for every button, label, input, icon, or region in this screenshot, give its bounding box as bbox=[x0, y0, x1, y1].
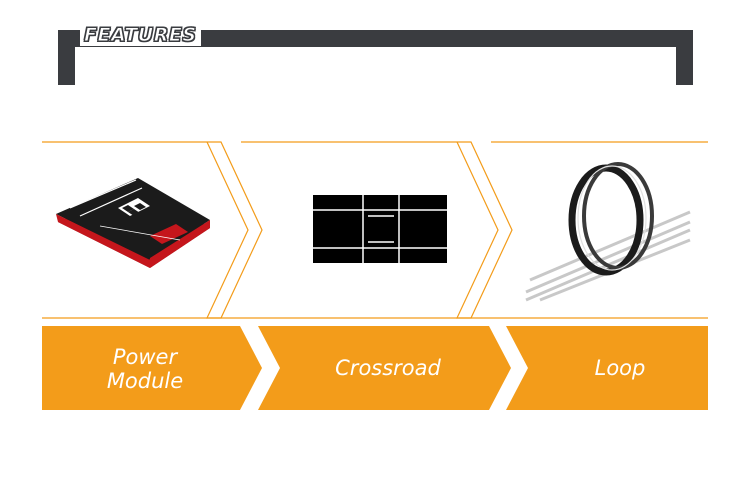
feature-banner-crossroad bbox=[258, 326, 511, 410]
feature-label-crossroad: Crossroad bbox=[335, 356, 441, 380]
feature-banner-loop bbox=[506, 326, 708, 410]
feature-outline-loop bbox=[456, 141, 708, 319]
feature-label-power-module: Power Module bbox=[106, 345, 184, 393]
feature-banners bbox=[42, 326, 708, 410]
header-frame bbox=[58, 30, 693, 85]
feature-outline-power bbox=[42, 141, 263, 319]
section-title: FEATURES bbox=[80, 24, 201, 47]
feature-banner-power bbox=[42, 326, 262, 410]
feature-outlines bbox=[42, 141, 708, 319]
power-module-icon bbox=[56, 178, 210, 268]
feature-label-loop: Loop bbox=[594, 356, 646, 380]
crossroad-icon bbox=[313, 195, 447, 263]
loop-icon bbox=[525, 162, 691, 302]
